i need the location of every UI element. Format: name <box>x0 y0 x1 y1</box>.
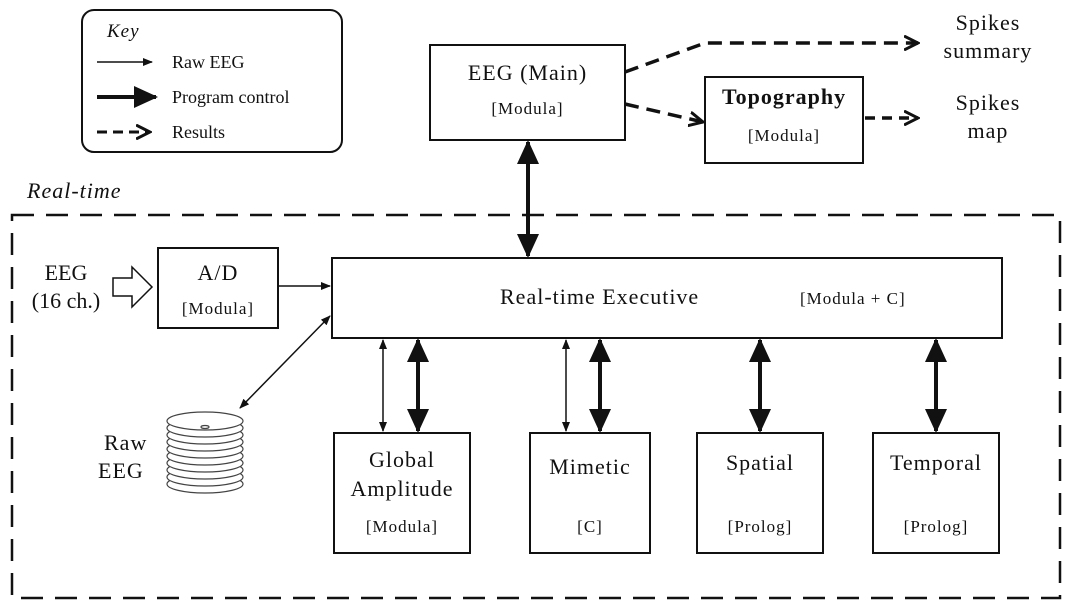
key-label-raw-eeg: Raw EEG <box>172 52 245 72</box>
spatial-language: [Prolog] <box>727 517 793 536</box>
global-amplitude-title-line2: Amplitude <box>350 476 454 501</box>
eeg-main-language: [Modula] <box>491 99 564 118</box>
raw-arrow-storage <box>239 315 331 409</box>
real-time-region-label: Real-time <box>27 178 122 203</box>
global-amplitude-language: [Modula] <box>365 517 439 536</box>
mimetic-language: [C] <box>577 517 603 536</box>
global-amplitude-box <box>333 432 471 554</box>
executive-box <box>331 257 1003 339</box>
key-label-results: Results <box>172 122 226 142</box>
ad-title: A/D <box>197 260 239 285</box>
ad-box <box>157 247 279 329</box>
spikes-summary-line1: Spikes <box>955 10 1021 35</box>
key-title: Key <box>107 21 140 42</box>
spikes-map-line2: map <box>967 118 1009 143</box>
raw-eeg-storage-line1: Raw <box>104 430 148 455</box>
ad-language: [Modula] <box>181 299 255 318</box>
key-label-program-control: Program control <box>172 87 290 107</box>
mimetic-box <box>529 432 651 554</box>
topography-language: [Modula] <box>747 126 821 145</box>
eeg-input-line2: (16 ch.) <box>31 288 101 313</box>
results-arrow-topography <box>624 102 703 122</box>
eeg-input-line1: EEG <box>44 260 88 285</box>
executive-title: Real-time Executive <box>500 284 700 309</box>
raw-eeg-storage-line2: EEG <box>98 458 144 483</box>
spatial-box <box>696 432 824 554</box>
spatial-title: Spatial <box>725 450 795 475</box>
temporal-title: Temporal <box>890 450 982 475</box>
spikes-map-line1: Spikes <box>955 90 1021 115</box>
temporal-box <box>872 432 1000 554</box>
eeg-main-box <box>429 44 626 141</box>
eeg-main-title: EEG (Main) <box>467 60 588 85</box>
topography-title: Topography <box>721 84 847 109</box>
temporal-language: [Prolog] <box>903 517 969 536</box>
mimetic-title: Mimetic <box>549 454 631 479</box>
eeg-input-arrow <box>112 265 154 309</box>
results-arrow-summary <box>624 43 918 74</box>
executive-language: [Modula + C] <box>800 289 906 308</box>
disk-stack-icon <box>166 411 244 494</box>
spikes-summary-line2: summary <box>943 38 1033 63</box>
key-box <box>81 9 343 153</box>
global-amplitude-title-line1: Global <box>369 447 435 472</box>
